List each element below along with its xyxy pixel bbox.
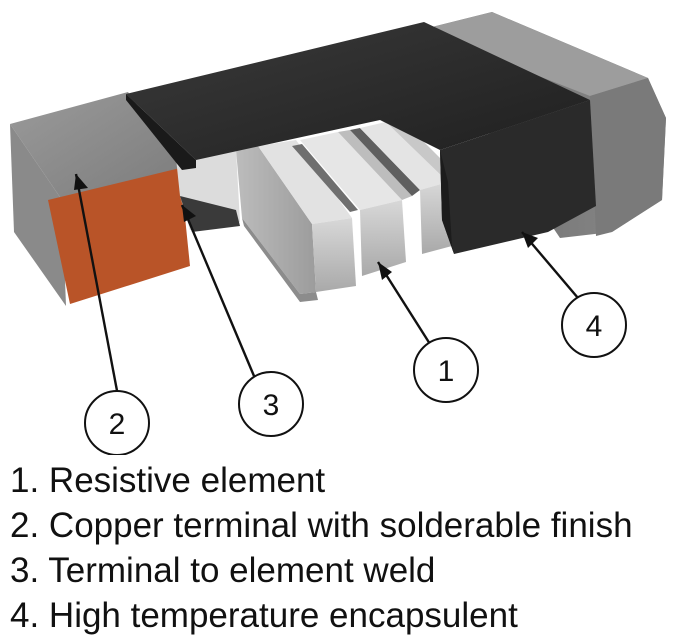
leader-line-3 (180, 204, 256, 377)
callout-3-number: 3 (263, 389, 280, 422)
callout-3: 3 (238, 371, 304, 437)
legend-item-terminal-weld: 3. Terminal to element weld (10, 551, 436, 590)
callout-1-number: 1 (438, 355, 455, 388)
legend-item-encapsulent: 4. High temperature encapsulent (10, 596, 518, 635)
copper-terminal-face (48, 168, 190, 304)
arrowheads (74, 174, 538, 280)
callout-4-number: 4 (586, 310, 603, 343)
arrowhead-2 (74, 174, 88, 190)
callout-2: 2 (84, 390, 150, 455)
callout-2-number: 2 (109, 408, 126, 441)
leader-line-2 (74, 173, 120, 397)
high-temperature-encapsulant (126, 22, 596, 254)
legend-item-resistive-element: 1. Resistive element (10, 461, 326, 500)
callout-1: 1 (413, 337, 479, 403)
resistive-element (236, 118, 458, 302)
resistor-diagram: 1 2 3 4 (10, 12, 666, 455)
arrowhead-1 (378, 262, 392, 280)
legend: 1. Resistive element 2. Copper terminal … (10, 458, 694, 638)
weld-region (176, 150, 240, 232)
arrowhead-3 (182, 205, 196, 222)
legend-item-copper-terminal: 2. Copper terminal with solderable finis… (10, 506, 633, 545)
arrowhead-4 (522, 232, 538, 248)
callout-4: 4 (561, 292, 627, 358)
